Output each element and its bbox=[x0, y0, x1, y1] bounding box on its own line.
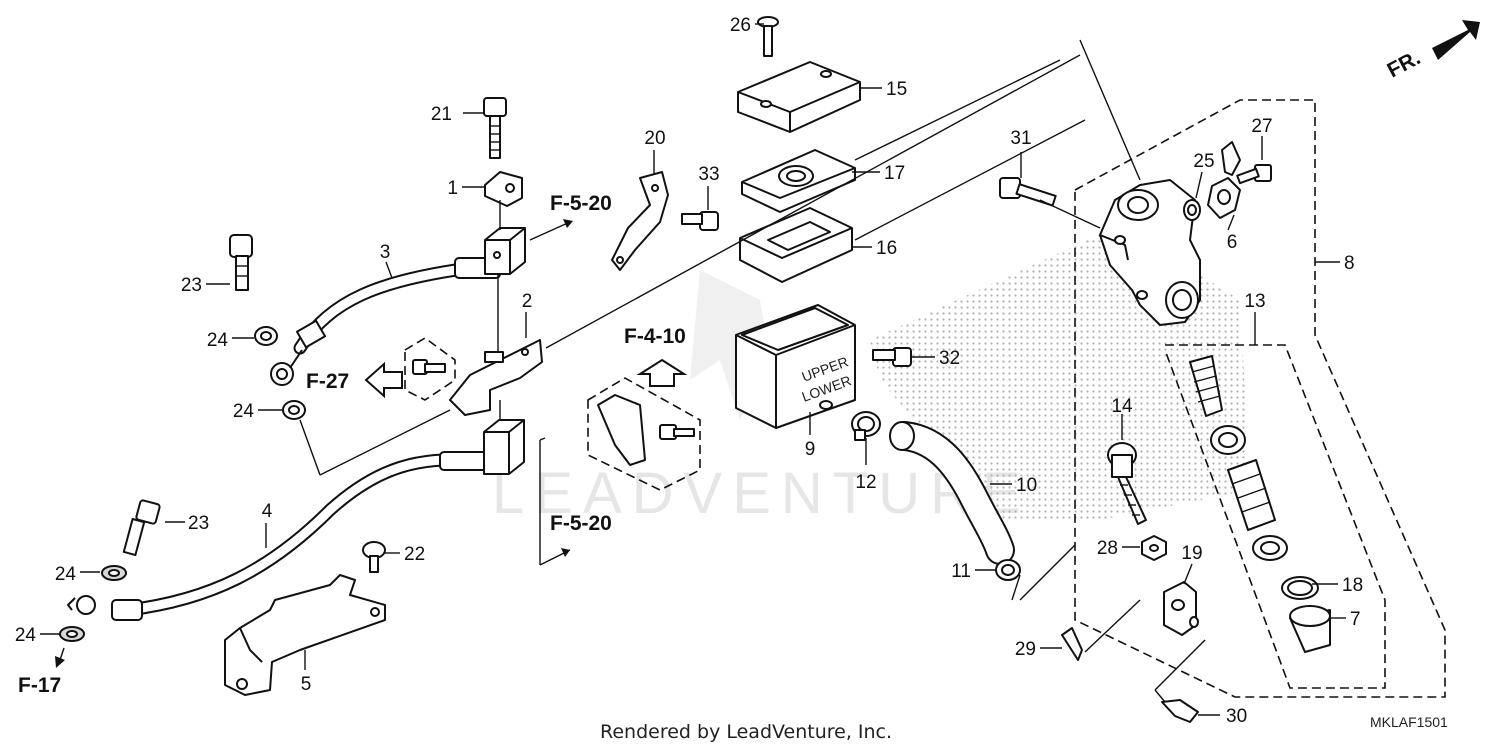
label-18: 18 bbox=[1342, 575, 1363, 596]
label-20: 20 bbox=[644, 128, 665, 149]
clamp-12 bbox=[851, 411, 881, 441]
label-26: 26 bbox=[730, 15, 751, 36]
bolt-23-lower bbox=[122, 499, 161, 556]
diaphragm-16 bbox=[739, 207, 853, 283]
bolt-inset bbox=[412, 359, 446, 375]
label-6: 6 bbox=[1227, 232, 1238, 253]
label-11: 11 bbox=[951, 561, 971, 582]
label-24-c: 24 bbox=[55, 564, 77, 585]
nut-28 bbox=[1141, 535, 1167, 561]
label-28: 28 bbox=[1097, 538, 1118, 559]
clip-30 bbox=[1161, 699, 1199, 723]
hose-10 bbox=[889, 421, 1015, 565]
diagram-code: MKLAF1501 bbox=[1370, 714, 1448, 730]
label-15: 15 bbox=[886, 79, 907, 100]
label-14: 14 bbox=[1111, 396, 1133, 417]
hose-upper bbox=[270, 257, 501, 386]
bracket-20 bbox=[611, 171, 669, 271]
bolt-32 bbox=[681, 211, 719, 231]
label-8: 8 bbox=[1344, 253, 1355, 274]
label-23-upper: 23 bbox=[181, 275, 202, 296]
label-24-d: 24 bbox=[15, 625, 37, 646]
front-direction-arrow: FR. bbox=[1384, 20, 1480, 82]
reference-labels: F-5-20 F-5-20 F-4-10 F-27 F-17 bbox=[18, 192, 686, 697]
ref-f-4-10[interactable]: F-4-10 bbox=[624, 325, 686, 348]
label-1: 1 bbox=[447, 178, 458, 199]
ref-f-17[interactable]: F-17 bbox=[18, 674, 61, 697]
label-27: 27 bbox=[1251, 116, 1272, 137]
cotter-pin-29 bbox=[1061, 627, 1083, 661]
hose-lower bbox=[67, 451, 499, 621]
label-3: 3 bbox=[380, 242, 391, 263]
bracket-inset bbox=[597, 394, 695, 466]
label-7: 7 bbox=[1350, 609, 1361, 630]
ref-f-5-20-upper[interactable]: F-5-20 bbox=[550, 192, 612, 215]
joint-block-upper bbox=[484, 227, 526, 275]
label-24-b: 24 bbox=[233, 401, 255, 422]
watermark-text: LEADVENTURE bbox=[492, 461, 1031, 526]
cap-15 bbox=[737, 61, 861, 133]
label-33: 32 bbox=[939, 348, 960, 369]
label-13: 13 bbox=[1244, 291, 1265, 312]
joint-6 bbox=[1207, 141, 1241, 219]
bolt-31 bbox=[999, 177, 1057, 207]
label-29: 29 bbox=[1015, 639, 1036, 660]
label-24-a: 24 bbox=[207, 330, 229, 351]
label-23-lower: 23 bbox=[188, 513, 209, 534]
joint-19 bbox=[1163, 581, 1199, 636]
part-labels: 21 1 3 23 24 24 2 4 23 22 24 24 5 20 33 … bbox=[15, 15, 1363, 727]
bracket-2 bbox=[449, 339, 543, 416]
clamp-11 bbox=[995, 559, 1021, 581]
reservoir-9: UPPER LOWER bbox=[735, 304, 856, 429]
leader-lines bbox=[40, 23, 1346, 716]
screw-26 bbox=[757, 16, 779, 57]
ref-f-27[interactable]: F-27 bbox=[306, 370, 349, 393]
arrow-f410 bbox=[636, 358, 688, 387]
outline-kit-13 bbox=[1164, 344, 1386, 689]
label-17: 17 bbox=[884, 163, 905, 184]
label-22: 22 bbox=[404, 544, 425, 565]
label-9: 9 bbox=[805, 439, 816, 460]
label-10: 10 bbox=[1016, 475, 1037, 496]
master-cylinder bbox=[1099, 179, 1201, 326]
label-4: 4 bbox=[262, 501, 273, 522]
bolt-21 bbox=[483, 97, 507, 159]
footer-credit: Rendered by LeadVenture, Inc. bbox=[600, 721, 892, 743]
piston-kit-13 bbox=[1189, 355, 1331, 653]
label-30: 30 bbox=[1226, 706, 1247, 727]
outline-assy-8 bbox=[1074, 99, 1446, 698]
bolt-23-upper bbox=[229, 234, 253, 291]
label-25: 25 bbox=[1193, 151, 1214, 172]
plate-17 bbox=[741, 149, 856, 213]
arrow-f27 bbox=[364, 361, 403, 399]
screw-27 bbox=[1236, 164, 1272, 185]
front-label: FR. bbox=[1384, 46, 1425, 82]
label-2: 2 bbox=[522, 291, 533, 312]
oring-25 bbox=[1183, 199, 1201, 221]
screw-22 bbox=[362, 541, 386, 573]
label-12: 12 bbox=[855, 472, 876, 493]
inset-bracket bbox=[587, 377, 701, 491]
joint-block-lower bbox=[483, 419, 525, 475]
bolt-33 bbox=[872, 347, 912, 367]
label-31: 31 bbox=[1010, 128, 1031, 149]
label-16: 16 bbox=[876, 238, 897, 259]
label-32: 33 bbox=[698, 164, 719, 185]
label-5: 5 bbox=[301, 674, 312, 695]
ref-f-5-20-lower[interactable]: F-5-20 bbox=[550, 512, 612, 535]
label-19: 19 bbox=[1181, 543, 1202, 564]
washers-24 bbox=[59, 326, 306, 642]
label-21: 21 bbox=[431, 104, 452, 125]
push-rod-14 bbox=[1107, 442, 1147, 525]
bracket-5 bbox=[224, 574, 386, 696]
clip-1 bbox=[484, 171, 523, 207]
